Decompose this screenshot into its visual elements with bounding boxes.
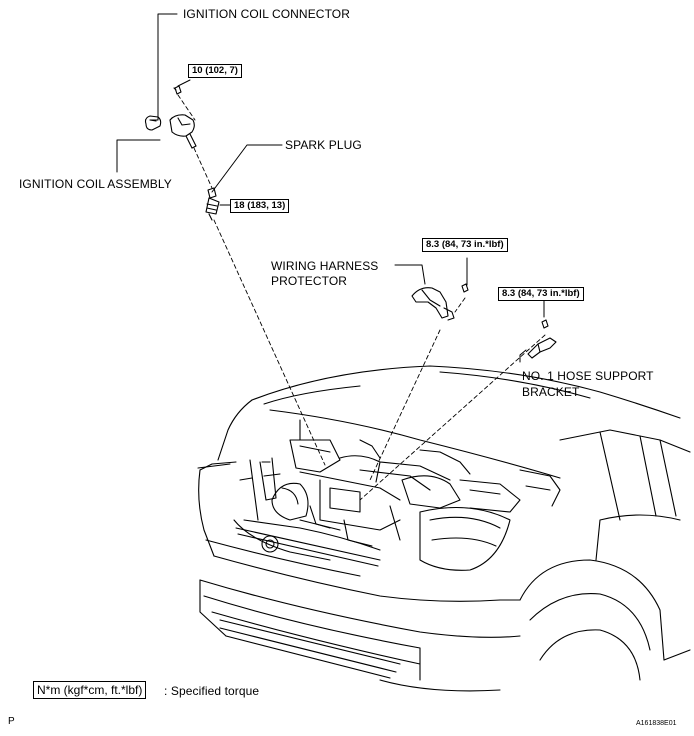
hose-support-bracket-label-line2: BRACKET [522,385,580,399]
spark-plug-drawing [205,187,220,221]
dashed-assembly-lines [177,94,546,501]
torque-legend-description: : Specified torque [164,684,260,698]
coil-bolt-torque-box: 10 (102, 7) [188,64,242,78]
ignition-coil-assembly-drawing [144,85,197,149]
wiring-harness-protector-label-line2: PROTECTOR [271,274,348,288]
figure-id: A161838E01 [636,720,677,727]
ignition-coil-assembly-label: IGNITION COIL ASSEMBLY [19,177,172,191]
ignition-coil-connector-label: IGNITION COIL CONNECTOR [183,7,350,21]
bracket-bolt-torque-box: 8.3 (84, 73 in.*lbf) [498,287,584,301]
wiring-harness-protector-drawing [411,283,469,321]
hose-support-bracket-drawing [527,319,557,359]
hose-support-bracket-label-line1: NO. 1 HOSE SUPPORT [522,369,654,383]
spark-plug-label: SPARK PLUG [285,138,362,152]
spark-plug-torque-box: 18 (183, 13) [230,199,290,213]
wiring-harness-protector-label-line1: WIRING HARNESS [271,259,379,273]
page-marker: P [8,716,15,727]
leader-lines [116,13,545,363]
harness-bolt-torque-box: 8.3 (84, 73 in.*lbf) [422,238,508,252]
vehicle-front-drawing [197,365,691,692]
torque-legend-box: N*m (kgf*cm, ft.*lbf) [33,681,147,699]
